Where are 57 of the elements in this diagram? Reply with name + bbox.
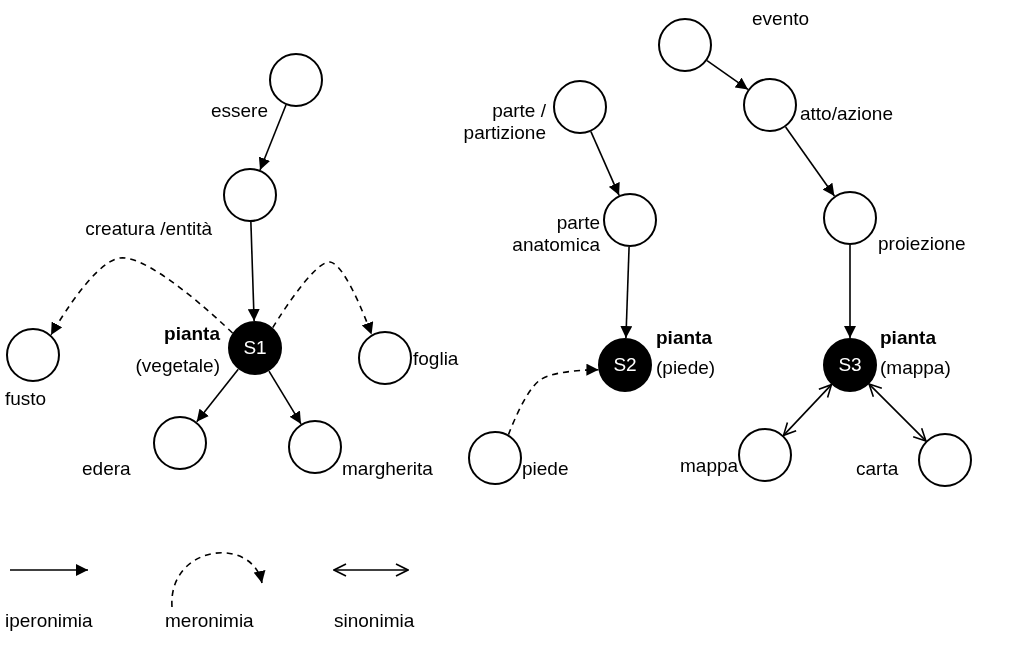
arrow xyxy=(784,126,836,197)
node-label: creatura /entità xyxy=(85,218,212,240)
circle-node xyxy=(743,78,797,132)
arrow xyxy=(268,370,302,425)
dashed-arrow xyxy=(50,257,234,336)
node-label: essere xyxy=(210,100,268,122)
double-arrow xyxy=(868,383,927,442)
arrow xyxy=(258,104,287,171)
sense-gloss: (piede) xyxy=(656,357,716,379)
sense-label: S2 xyxy=(613,354,637,376)
sense-node xyxy=(823,338,877,392)
node-label: evento xyxy=(752,8,810,30)
circle-node xyxy=(153,416,207,470)
node-label: atto/azione xyxy=(800,103,893,125)
word-label: pianta xyxy=(164,323,220,345)
circle-node xyxy=(269,53,323,107)
arrow xyxy=(247,221,260,322)
sense-label: S3 xyxy=(838,354,862,376)
circle-node xyxy=(658,18,712,72)
circle-node xyxy=(288,420,342,474)
circle-node xyxy=(603,193,657,247)
node-label: proiezione xyxy=(878,233,966,255)
word-label: pianta xyxy=(880,327,936,349)
circle-node xyxy=(823,191,877,245)
arrow xyxy=(706,59,749,91)
arrow xyxy=(195,368,240,423)
sense-gloss: (mappa) xyxy=(880,357,951,379)
legend-label: meronimia xyxy=(165,610,254,632)
node-label: piede xyxy=(522,458,569,480)
legend-label: sinonimia xyxy=(334,610,415,632)
circle-node xyxy=(6,328,60,382)
arrow xyxy=(844,244,856,339)
node-label: edera xyxy=(82,458,131,480)
node-label: parte anatomica xyxy=(511,212,600,256)
circle-node xyxy=(468,431,522,485)
circle-node xyxy=(553,80,607,134)
legend-label: iperonimia xyxy=(5,610,93,632)
word-label: pianta xyxy=(656,327,712,349)
node-label: mappa xyxy=(680,455,739,477)
circle-node xyxy=(918,433,972,487)
circle-node xyxy=(738,428,792,482)
double-arrow xyxy=(782,383,833,437)
arrow xyxy=(620,246,633,339)
node-label: parte / partizione xyxy=(462,100,546,144)
dashed-arrow xyxy=(507,363,600,436)
dashed-arrow xyxy=(271,261,374,336)
circle-node xyxy=(223,168,277,222)
node-label: margherita xyxy=(342,458,433,480)
node-label: foglia xyxy=(413,348,459,370)
node-label: fusto xyxy=(5,388,47,410)
circle-node xyxy=(358,331,412,385)
sense-node xyxy=(598,338,652,392)
sense-label: S1 xyxy=(243,337,267,359)
arrow xyxy=(590,130,620,197)
node-label: carta xyxy=(856,458,899,480)
sense-gloss: (vegetale) xyxy=(135,355,220,377)
sense-node xyxy=(228,321,282,375)
